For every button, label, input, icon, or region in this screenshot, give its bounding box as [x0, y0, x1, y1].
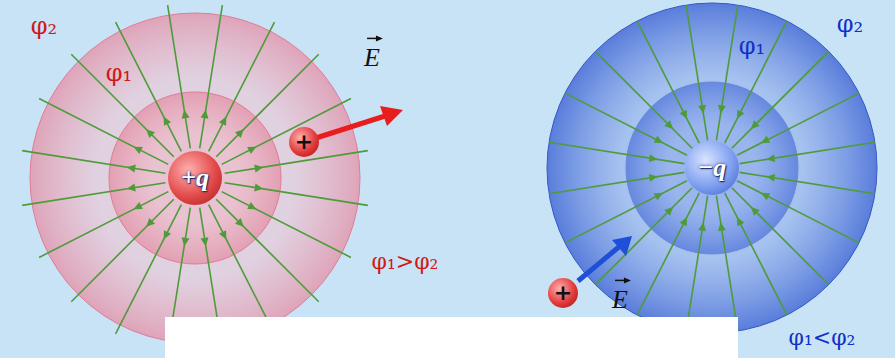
potential-label: φ₁>φ₂	[372, 249, 439, 275]
charge-label: +q	[181, 165, 209, 191]
field-arrow	[316, 116, 385, 138]
field-arrowhead	[201, 110, 209, 119]
field-arrowhead	[737, 110, 744, 119]
field-line	[168, 5, 191, 148]
field-line	[225, 183, 368, 206]
field-arrowhead	[219, 117, 226, 126]
charge-label: +	[295, 131, 313, 153]
charge-label: −q	[698, 155, 727, 181]
field-arrowhead	[718, 105, 726, 114]
field-arrowhead	[698, 105, 706, 114]
source-charge: +q	[168, 151, 222, 205]
field-arrowhead	[134, 202, 143, 209]
field-line	[116, 22, 182, 151]
field-line	[22, 183, 165, 206]
field-arrowhead	[164, 117, 171, 126]
field-line	[637, 21, 699, 143]
field-line	[39, 99, 168, 165]
field-line	[549, 172, 684, 193]
field-line	[737, 181, 859, 243]
field-arrowhead	[664, 120, 673, 129]
field-arrowhead	[235, 218, 244, 227]
vector-arrowhead	[624, 277, 631, 283]
potential-label: φ₂	[31, 12, 57, 41]
field-arrowhead	[766, 174, 775, 182]
arrow-head	[612, 236, 632, 256]
field-arrowhead	[718, 222, 726, 231]
field-arrowhead	[761, 193, 770, 200]
field-arrowhead	[182, 110, 190, 119]
field-arrowhead	[164, 230, 171, 239]
potential-label: φ₁	[739, 32, 765, 61]
field-arrowhead	[680, 110, 687, 119]
field-arrowhead	[146, 218, 155, 227]
arrow-head	[380, 106, 403, 126]
field-arrowhead	[235, 129, 244, 138]
outer-equipotential	[547, 3, 877, 333]
test-charge: +	[548, 278, 579, 309]
field-arrowhead	[219, 230, 226, 239]
source-charge: −q	[685, 141, 739, 195]
field-lines	[22, 5, 875, 351]
field-line	[222, 192, 351, 258]
field-vector-label: E	[612, 276, 628, 315]
field-line	[39, 192, 168, 258]
field-arrow	[578, 236, 632, 281]
field-arrowhead	[146, 129, 155, 138]
potential-label: φ₂	[837, 10, 863, 39]
field-line	[116, 205, 182, 334]
vector-arrowhead	[376, 35, 383, 41]
field-line	[716, 196, 737, 331]
field-line	[686, 5, 707, 140]
field-arrowhead	[201, 237, 209, 246]
field-arrowhead	[654, 193, 663, 200]
field-arrowhead	[761, 136, 770, 143]
field-line	[209, 205, 275, 334]
field-arrowhead	[254, 184, 263, 192]
field-line	[637, 193, 699, 315]
field-arrowhead	[680, 217, 687, 226]
field-arrowhead	[127, 165, 136, 173]
field-arrowhead	[751, 120, 760, 129]
potential-label: φ₁<φ₂	[789, 325, 856, 351]
field-line	[200, 5, 223, 148]
field-vector-label: E	[364, 34, 380, 73]
field-line	[740, 142, 875, 163]
field-line	[686, 196, 707, 331]
field-arrowhead	[134, 147, 143, 154]
field-line	[716, 5, 737, 140]
field-arrow	[578, 246, 620, 281]
outer-equipotential	[30, 13, 360, 343]
field-line	[565, 181, 687, 243]
field-arrowhead	[649, 174, 658, 182]
field-arrowhead	[127, 184, 136, 192]
field-arrowhead	[649, 154, 658, 162]
charge-label: +	[554, 282, 572, 304]
field-line	[209, 22, 275, 151]
field-line	[725, 193, 787, 315]
field-line	[737, 93, 859, 155]
white-panel	[165, 317, 738, 358]
field-arrowhead	[766, 154, 775, 162]
field-line	[740, 172, 875, 193]
field-line	[549, 142, 684, 163]
field-arrowhead	[751, 207, 760, 216]
field-line	[725, 21, 787, 143]
potential-label: φ₁	[106, 59, 132, 88]
field-line	[565, 93, 687, 155]
field-arrowhead	[254, 165, 263, 173]
field-arrowhead	[182, 237, 190, 246]
field-arrowhead	[664, 207, 673, 216]
field-arrowhead	[247, 147, 256, 154]
field-arrowhead	[247, 202, 256, 209]
field-line	[22, 151, 165, 174]
field-arrow	[316, 106, 403, 138]
field-arrowhead	[698, 222, 706, 231]
field-arrowhead	[654, 136, 663, 143]
field-arrowhead	[737, 217, 744, 226]
